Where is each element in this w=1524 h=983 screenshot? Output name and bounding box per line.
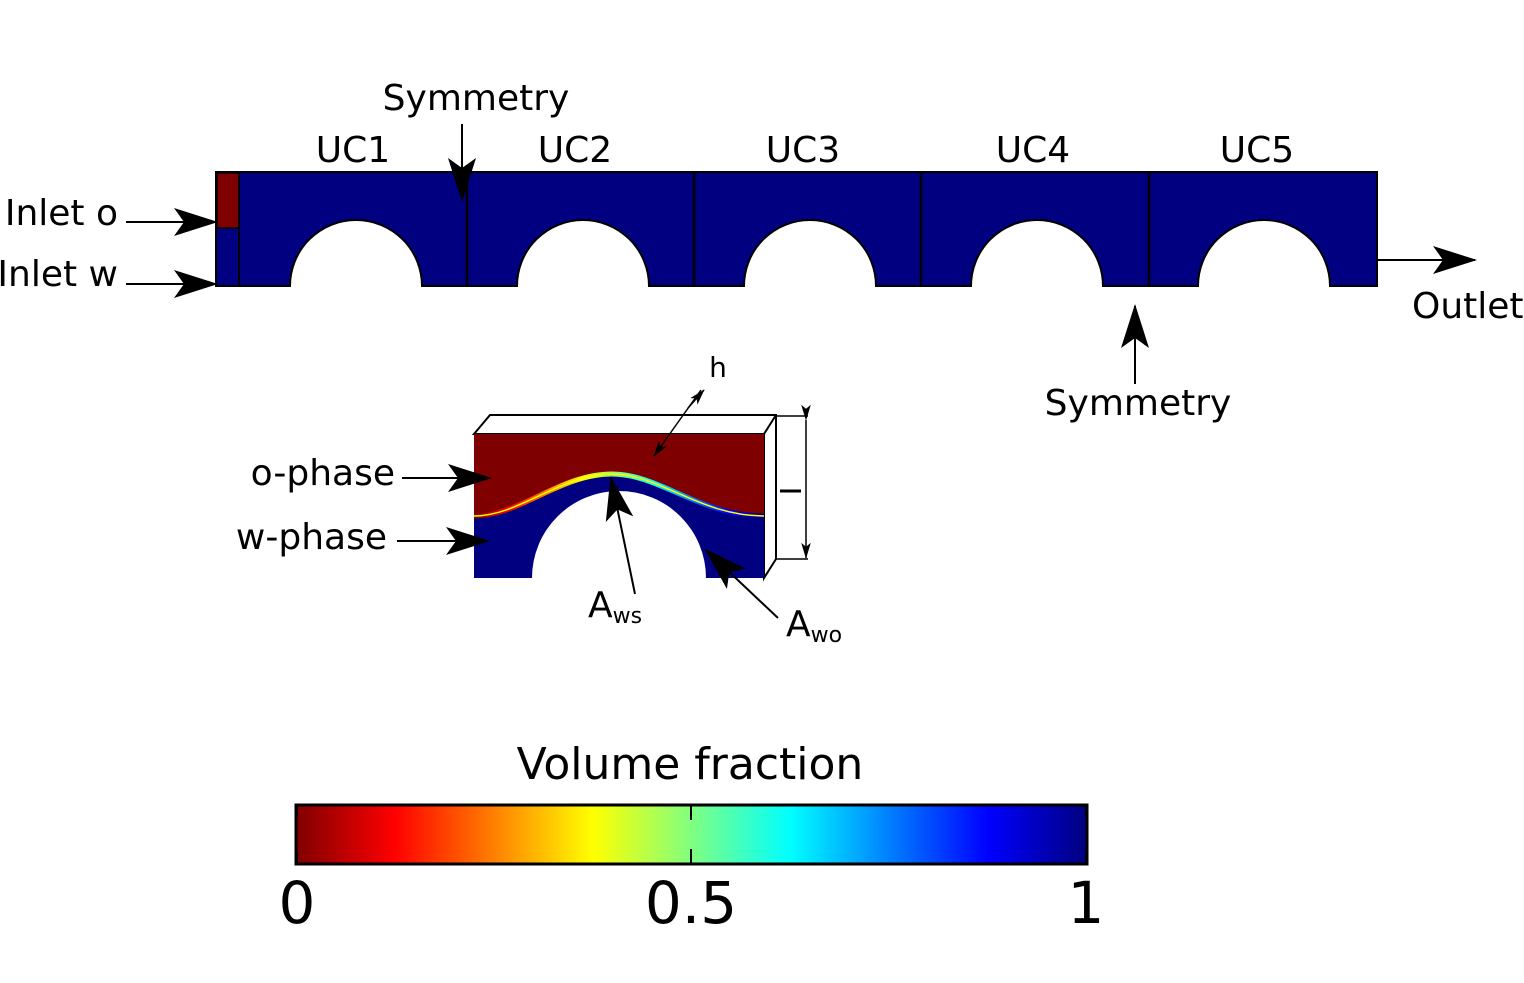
a-wo-base: A [786, 604, 811, 645]
symmetry-top-label: Symmetry [383, 78, 570, 119]
uc-label: UC5 [1220, 130, 1294, 171]
channel-body [215, 171, 1378, 287]
a-wo-label: Awo [786, 604, 842, 648]
oil-inlet-region [216, 172, 240, 229]
a-ws-label: Aws [588, 585, 642, 629]
outlet-label: Outlet [1412, 286, 1524, 327]
inlet-w-label: Inlet w [0, 254, 118, 295]
uc-label: UC3 [766, 130, 840, 171]
a-wo-subscript: wo [811, 623, 842, 648]
a-ws-arrow [605, 476, 636, 595]
channel: UC1 UC2 UC3 UC4 UC5 Symmetry Inlet o Inl… [0, 78, 1524, 424]
phase-interface-core [473, 473, 765, 517]
colorbar-tick-label: 0 [279, 869, 316, 937]
uc-label: UC2 [538, 130, 612, 171]
box-depth-edge [763, 414, 777, 435]
a-wo-arrow [704, 548, 779, 619]
a-ws-base: A [588, 585, 613, 626]
colorbar-tick-label: 1 [1068, 869, 1105, 937]
h-pointer-head [687, 389, 705, 409]
colorbar: Volume fraction 0 0.5 1 [279, 739, 1105, 937]
a-ws-subscript: ws [613, 604, 642, 629]
o-phase-label: o-phase [251, 453, 395, 494]
h-label: h [709, 351, 727, 384]
uc-label: UC4 [996, 130, 1070, 171]
colorbar-tick-label: 0.5 [645, 869, 737, 937]
uc-label: UC1 [316, 130, 390, 171]
w-phase-label: w-phase [236, 517, 387, 558]
oil-phase-region [474, 434, 764, 516]
inlet-o-label: Inlet o [5, 193, 118, 234]
colorbar-title: Volume fraction [517, 739, 864, 790]
unit-cell-detail: h o-phase w-phase Aws Awo [236, 351, 842, 648]
symmetry-bottom-label: Symmetry [1045, 383, 1232, 424]
